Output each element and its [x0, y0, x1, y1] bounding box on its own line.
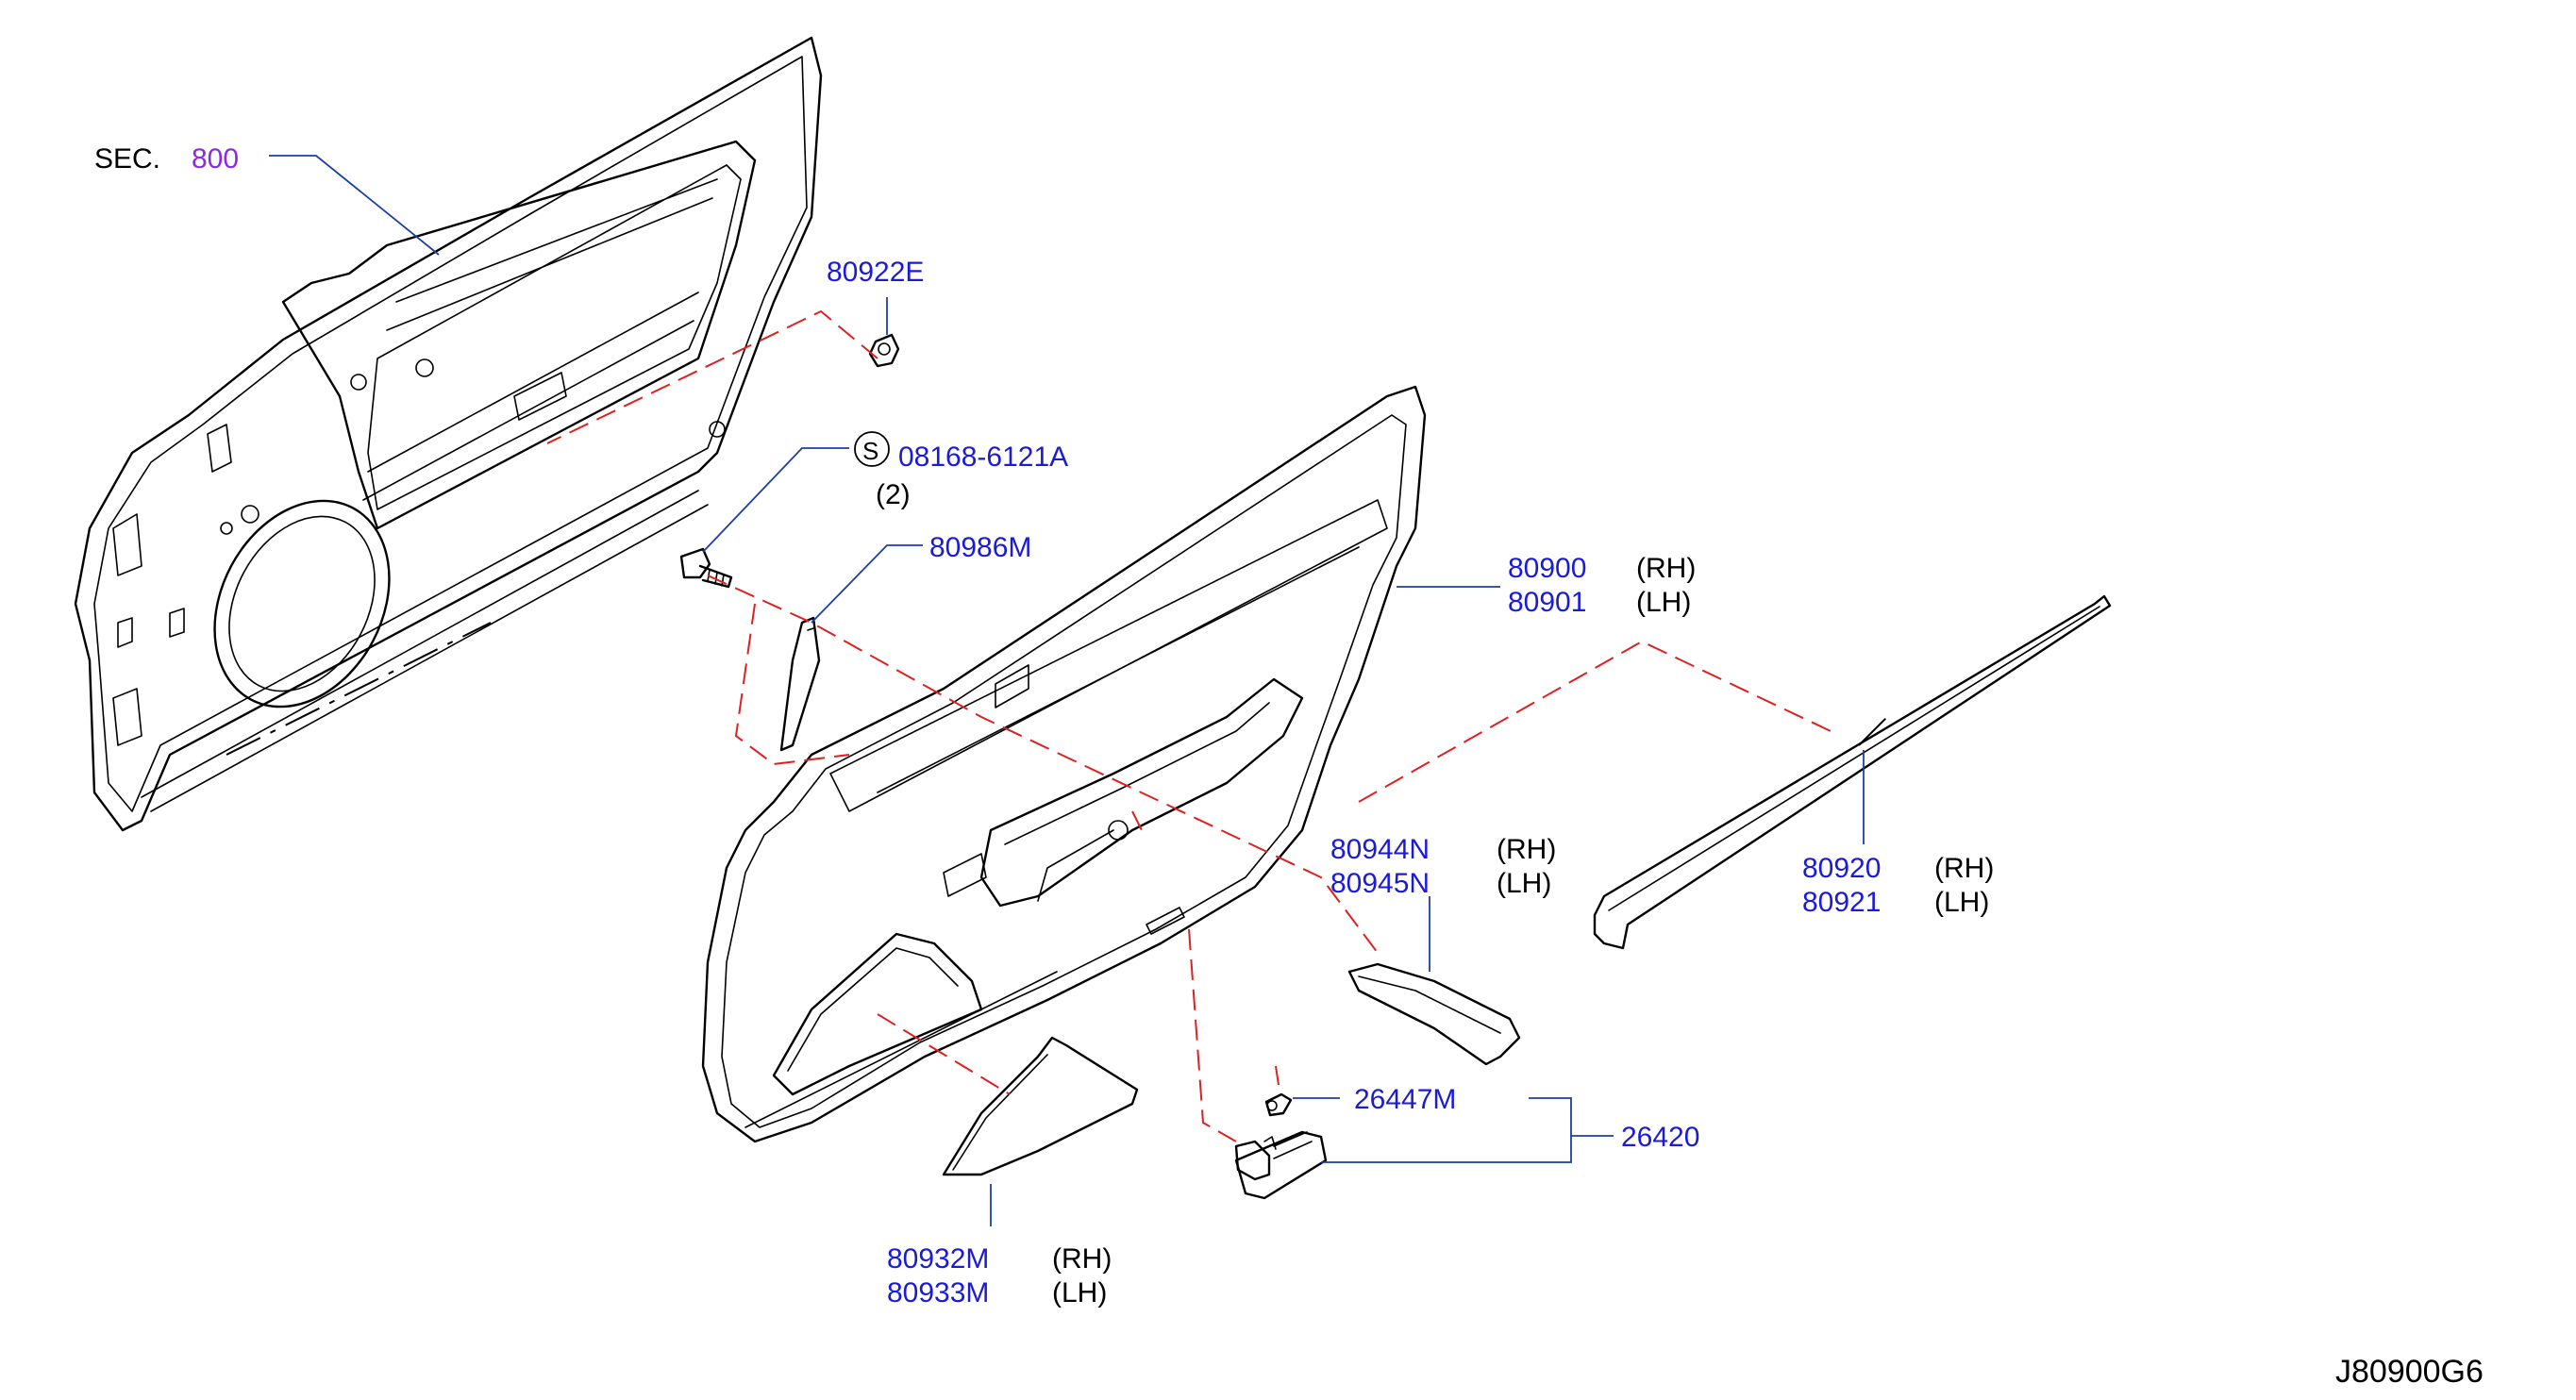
- part-pull-lh-label[interactable]: 80945N: [1330, 868, 1430, 899]
- pocket-finisher-drawing: [942, 1036, 1139, 1176]
- side-lh-pull: (LH): [1497, 868, 1551, 899]
- part-screw-label[interactable]: 08168-6121A: [898, 442, 1068, 473]
- door-inner-panel-drawing: [74, 36, 823, 832]
- pull-handle-finisher-drawing: [1347, 962, 1521, 1066]
- part-lamp-label[interactable]: 26420: [1621, 1122, 1699, 1153]
- part-bracket-label[interactable]: 80986M: [929, 532, 1031, 563]
- part-pocket-rh-label[interactable]: 80932M: [887, 1243, 989, 1275]
- screw-drawing: [679, 547, 733, 589]
- clip-80922e-drawing: [868, 333, 900, 368]
- part-pocket-lh-label[interactable]: 80933M: [887, 1277, 989, 1308]
- part-bulb-label[interactable]: 26447M: [1354, 1084, 1456, 1115]
- moulding-drawing: [1593, 594, 2112, 950]
- lamp-assembly-drawing: [1234, 1130, 1328, 1200]
- side-lh-finisher: (LH): [1636, 587, 1691, 618]
- door-finisher-drawing: [701, 385, 1427, 1143]
- assembly-guides: [546, 309, 1832, 1142]
- screw-symbol-circle: [854, 431, 890, 467]
- diagram-code: J80900G6: [2335, 1354, 2484, 1390]
- side-rh-pocket: (RH): [1052, 1243, 1112, 1275]
- part-clip-label[interactable]: 80922E: [827, 257, 924, 288]
- part-moulding-rh-label[interactable]: 80920: [1802, 853, 1881, 884]
- labels: SEC. 800 80922E S 08168-6121A (2) 80986M…: [94, 143, 2484, 1390]
- bulb-drawing: [1264, 1092, 1293, 1117]
- part-moulding-lh-label[interactable]: 80921: [1802, 887, 1881, 918]
- leader-lines: [269, 155, 1865, 1226]
- screw-quantity: (2): [876, 479, 911, 510]
- section-ref-prefix: SEC.: [94, 143, 160, 175]
- section-ref-number[interactable]: 800: [192, 143, 239, 175]
- center-lines: [226, 622, 1888, 756]
- side-rh-pull: (RH): [1497, 834, 1556, 865]
- side-rh-moulding: (RH): [1934, 853, 1994, 884]
- side-rh-finisher: (RH): [1636, 553, 1696, 584]
- part-finisher-lh-label[interactable]: 80901: [1508, 587, 1586, 618]
- bracket-80986m-drawing: [779, 616, 821, 752]
- part-pull-rh-label[interactable]: 80944N: [1330, 834, 1430, 865]
- side-lh-pocket: (LH): [1052, 1277, 1107, 1308]
- side-lh-moulding: (LH): [1934, 887, 1989, 918]
- part-finisher-rh-label[interactable]: 80900: [1508, 553, 1586, 584]
- screw-symbol: S: [862, 437, 878, 465]
